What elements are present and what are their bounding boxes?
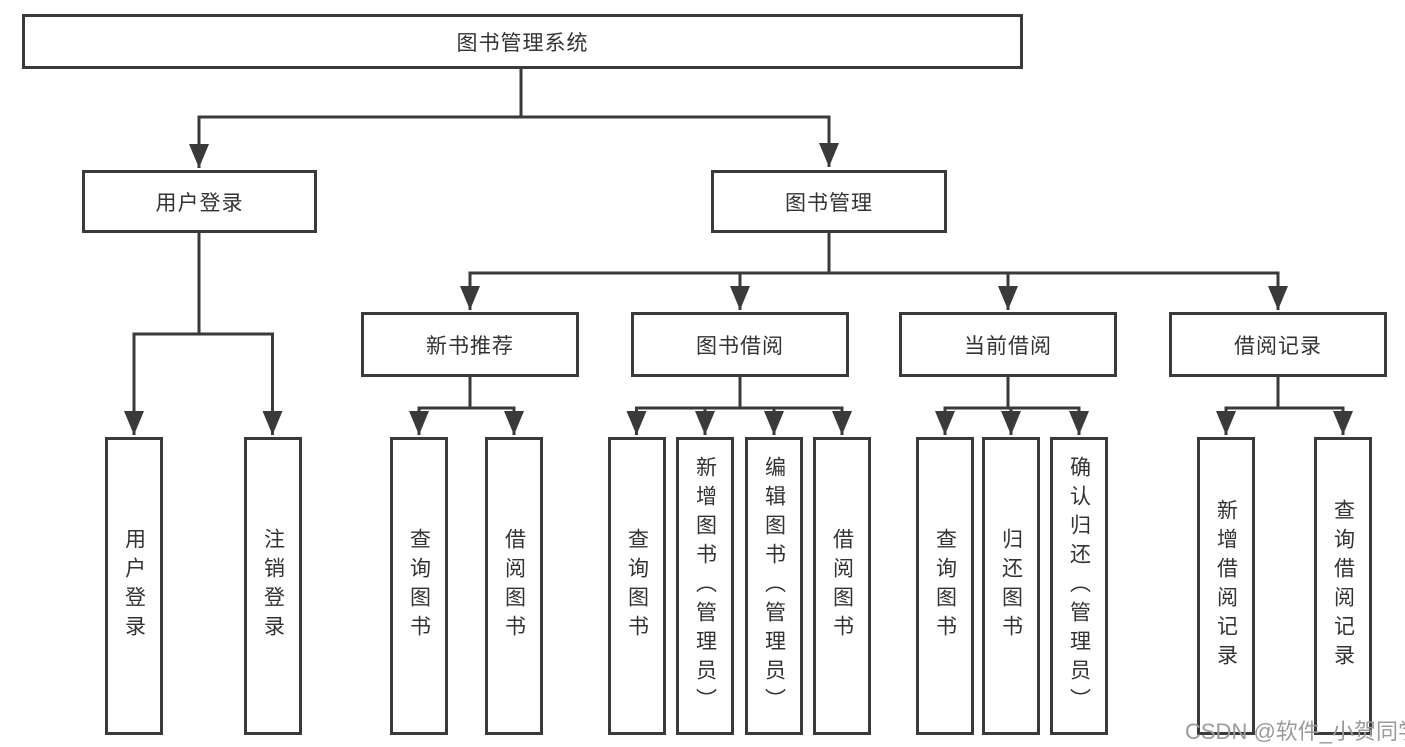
node-label: 图书借阅 [696,334,784,358]
node-label: 借阅图书 [502,528,526,644]
leaf-user-login: 用户登录 [105,437,163,735]
node-label: 用户登录 [122,528,146,644]
leaf-borrow-books-recommend: 借阅图书 [485,437,543,735]
node-book-management: 图书管理 [711,170,947,233]
leaf-add-books-admin: 新增图书（管理员） [676,437,734,735]
leaf-query-borrow-record: 查询借阅记录 [1314,437,1372,735]
leaf-add-borrow-record: 新增借阅记录 [1197,437,1255,735]
node-label: 确认归还（管理员） [1067,455,1091,717]
leaf-logout: 注销登录 [244,437,302,735]
node-label: 当前借阅 [964,334,1052,358]
node-label: 查询图书 [625,528,649,644]
node-label: 查询图书 [407,528,431,644]
node-borrow-record: 借阅记录 [1169,312,1387,377]
node-label: 归还图书 [999,528,1023,644]
node-label: 图书管理 [785,191,873,215]
node-label: 查询图书 [933,528,957,644]
node-label: 用户登录 [155,191,244,215]
node-label: 借阅图书 [830,528,854,644]
edge-new-book-recommend-children [409,377,524,435]
edge-book-borrow-children [626,377,852,435]
node-user-login: 用户登录 [82,170,317,233]
node-label: 新增借阅记录 [1214,499,1238,673]
node-label: 查询借阅记录 [1331,499,1355,673]
node-label: 新增图书（管理员） [693,455,717,717]
node-book-borrow: 图书借阅 [631,312,849,377]
node-current-borrow: 当前借阅 [899,312,1117,377]
edge-book-mgmt-children [460,233,1288,310]
leaf-return-books: 归还图书 [982,437,1040,735]
node-label: 借阅记录 [1234,334,1322,358]
node-root-library-system: 图书管理系统 [22,14,1023,69]
edge-borrow-record-children [1216,377,1353,435]
edge-user-login-children [124,233,283,435]
node-label: 编辑图书（管理员） [762,455,786,717]
edge-root-to-level1 [189,69,839,168]
edge-current-borrow-children [935,377,1089,435]
leaf-borrow-books: 借阅图书 [813,437,871,735]
csdn-watermark: CSDN @软件_小贺同学 [1185,719,1405,744]
node-new-book-recommend: 新书推荐 [361,312,579,377]
node-label: 新书推荐 [426,334,514,358]
leaf-edit-books-admin: 编辑图书（管理员） [745,437,803,735]
leaf-confirm-return-admin: 确认归还（管理员） [1050,437,1108,735]
leaf-query-books-current: 查询图书 [916,437,974,735]
node-label: 图书管理系统 [456,31,589,55]
node-label: 注销登录 [261,528,285,644]
leaf-query-books-borrow: 查询图书 [608,437,666,735]
leaf-query-books-recommend: 查询图书 [390,437,448,735]
